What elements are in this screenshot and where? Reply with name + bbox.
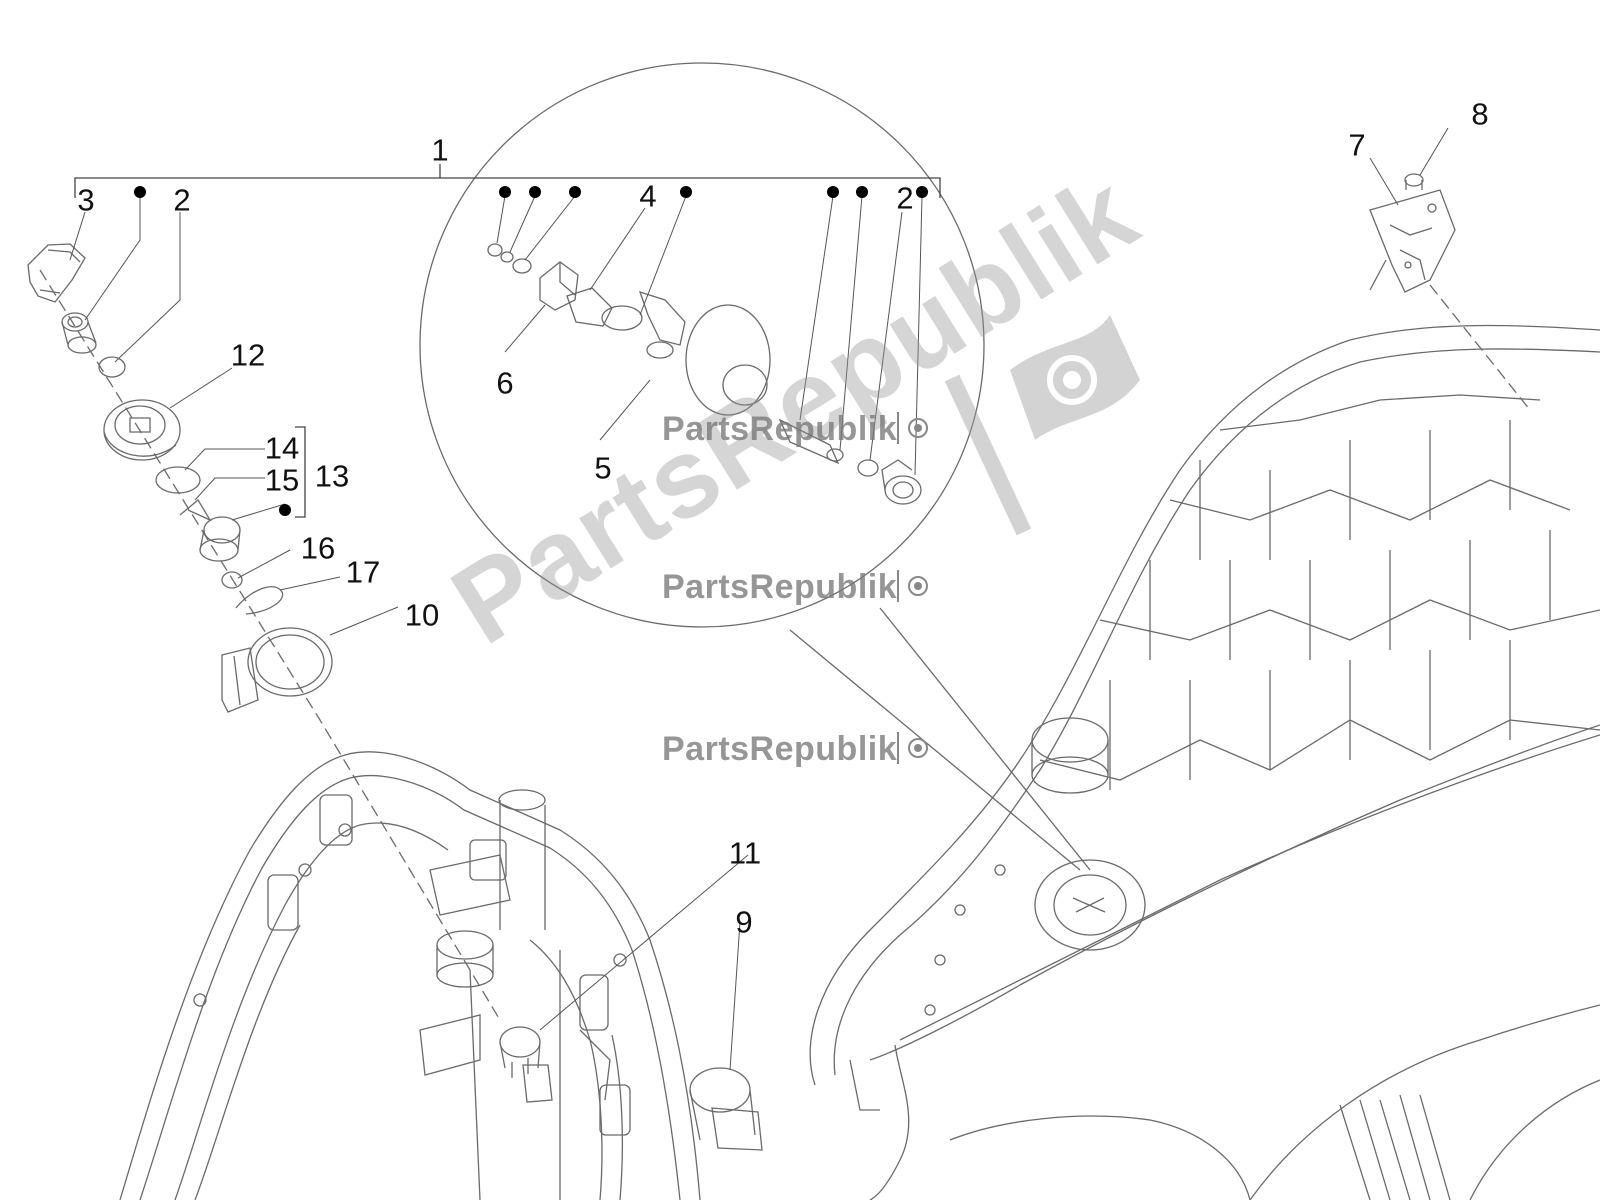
- part-13-rotor: [199, 516, 241, 562]
- part-8-screw: [1404, 173, 1424, 190]
- callout-11: 11: [728, 835, 762, 871]
- callout-3: 3: [77, 182, 95, 218]
- watermark-small-2: PartsRepublik: [662, 568, 898, 606]
- callout-9: 9: [735, 904, 753, 940]
- part-3-key: [27, 243, 86, 303]
- kit-bracket-1: [74, 164, 941, 198]
- axis-right: [1429, 284, 1531, 411]
- part-12-lock-housing: [103, 399, 181, 461]
- part-14-plate: [155, 466, 201, 494]
- callout-7: 7: [1348, 127, 1366, 163]
- callout-1: 1: [431, 132, 449, 168]
- callout-10: 10: [404, 597, 440, 633]
- part-16-ring: [221, 571, 243, 589]
- callout-13: 13: [314, 458, 350, 494]
- part-11-connector: [499, 1026, 553, 1103]
- small-gear-icons: [897, 412, 928, 764]
- part-9-cap: [689, 1067, 763, 1151]
- part-15-spring: [179, 499, 212, 522]
- callout-2-left: 2: [173, 182, 191, 218]
- part-2-ring: [98, 356, 126, 378]
- detail-parts: [487, 243, 922, 505]
- axis-left: [39, 269, 501, 1021]
- part-7-latch: [1369, 189, 1456, 293]
- gear-flag-icon: [944, 315, 1140, 536]
- callout-17: 17: [345, 554, 381, 590]
- part-10-immobilizer: [221, 627, 333, 713]
- callout-14: 14: [264, 430, 300, 466]
- callout-2-right: 2: [896, 180, 914, 216]
- callout-4: 4: [639, 178, 657, 214]
- watermark-small-3: PartsRepublik: [662, 730, 898, 768]
- seat-compartment: [809, 324, 1600, 1200]
- callout-15: 15: [264, 462, 300, 498]
- leg-shield-frame: [119, 751, 701, 1200]
- kit-dots: [134, 186, 928, 516]
- callout-8: 8: [1471, 96, 1489, 132]
- detail-circle: [419, 62, 985, 628]
- part-17-wire: [235, 586, 284, 615]
- callout-5: 5: [594, 450, 612, 486]
- callout-12: 12: [230, 337, 266, 373]
- leader-to-lock: [789, 607, 1091, 871]
- bracket-13: [295, 426, 306, 518]
- watermark-small-1: PartsRepublik: [662, 410, 898, 448]
- callout-6: 6: [496, 365, 514, 401]
- callout-16: 16: [300, 530, 336, 566]
